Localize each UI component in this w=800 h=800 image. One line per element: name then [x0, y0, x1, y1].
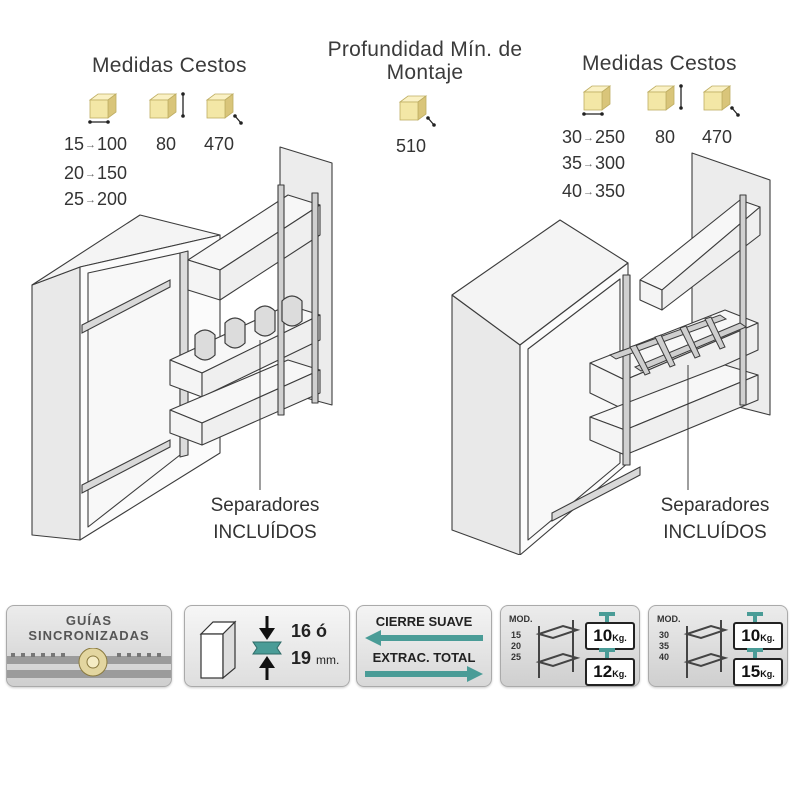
- depth-cube-icon: [206, 93, 243, 125]
- right-width-2: 35: [562, 153, 583, 173]
- right-size-row-2: 35→300: [562, 152, 625, 175]
- thickness-number: 19: [291, 648, 312, 668]
- weight-hook-icon: [747, 612, 763, 622]
- left-height-2: 150: [97, 163, 128, 183]
- left-width-3: 25: [64, 189, 85, 209]
- rack-and-gear-icon: [7, 648, 171, 678]
- bottom-load-value: 12Kg.: [585, 658, 635, 686]
- right-header: Medidas Cestos: [582, 52, 737, 75]
- left-size-row-2: 20→150: [64, 162, 127, 185]
- left-height-1: 100: [97, 134, 128, 154]
- right-size-row-1: 30→250: [562, 126, 625, 149]
- guides-label-1: GUÍAS: [65, 613, 113, 628]
- arrow-right-icon: [365, 666, 483, 682]
- model-35: 35: [659, 641, 670, 651]
- left-separators-label-1: Separadores: [210, 495, 320, 516]
- mounting-depth-value: 510: [396, 136, 427, 156]
- depth-cube-icon: [703, 85, 740, 117]
- model-40: 40: [659, 652, 670, 662]
- top-load-number: 10: [593, 626, 613, 645]
- center-header-line1: Profundidad Mín. de: [327, 38, 523, 61]
- bottom-load-number: 12: [593, 662, 613, 681]
- top-load-value: 10Kg.: [585, 622, 635, 650]
- panel-thickness-badge: 16 ó 19 mm.: [184, 605, 350, 687]
- basket-rack-icon: [683, 620, 729, 678]
- right-separators-label-1: Separadores: [660, 495, 770, 516]
- load-capacity-badge-small: MOD. 15 20 25 10Kg. 12Kg.: [500, 605, 640, 687]
- panel-thickness-icon: [199, 616, 282, 680]
- arrow-left-icon: [365, 630, 483, 646]
- load-unit: Kg.: [760, 633, 775, 643]
- basket-rack-icon: [535, 620, 581, 678]
- height-cube-icon: [149, 92, 185, 119]
- synchronized-guides-badge: GUÍAS SINCRONIZADAS: [6, 605, 172, 687]
- right-separators-label-2: INCLUÍDOS: [663, 522, 767, 543]
- center-header-line2: Montaje: [386, 61, 464, 84]
- right-width-1: 30: [562, 127, 583, 147]
- weight-hook-icon: [599, 612, 615, 622]
- right-size-row-3: 40→350: [562, 180, 625, 203]
- arrow-icon: →: [85, 168, 97, 181]
- right-height-3: 350: [595, 181, 626, 201]
- load-unit: Kg.: [612, 669, 627, 679]
- thickness-value-2: 19 mm.: [291, 648, 339, 669]
- bottom-load-value: 15Kg.: [733, 658, 783, 686]
- model-25: 25: [511, 652, 522, 662]
- left-width-2: 20: [64, 163, 85, 183]
- height-cube-icon: [647, 84, 683, 111]
- top-load-value: 10Kg.: [733, 622, 783, 650]
- arrow-icon: →: [583, 186, 595, 199]
- top-load-number: 10: [741, 626, 761, 645]
- left-size-row-1: 15→100: [64, 133, 127, 156]
- right-height-2: 300: [595, 153, 626, 173]
- width-cube-icon: [88, 93, 117, 124]
- right-height-1: 250: [595, 127, 626, 147]
- left-depth-value: 470: [204, 134, 235, 154]
- arrow-icon: →: [85, 139, 97, 152]
- width-cube-icon: [582, 85, 611, 116]
- arrow-icon: →: [583, 158, 595, 171]
- left-cabinet-illustration: [31, 146, 333, 541]
- bottom-load-number: 15: [741, 662, 761, 681]
- right-depth-value: 470: [702, 127, 733, 147]
- model-15: 15: [511, 630, 522, 640]
- left-height-value: 80: [156, 134, 177, 154]
- arrow-icon: →: [85, 194, 97, 207]
- thickness-value-1: 16 ó: [291, 621, 328, 641]
- mounting-depth-cube-icon: [399, 95, 436, 127]
- soft-close-badge: CIERRE SUAVE EXTRAC. TOTAL: [356, 605, 492, 687]
- right-cabinet-illustration: [451, 152, 771, 555]
- weight-hook-icon: [599, 648, 615, 658]
- model-20: 20: [511, 641, 522, 651]
- load-capacity-badge-large: MOD. 30 35 40 10Kg. 15Kg.: [648, 605, 788, 687]
- mod-label: MOD.: [509, 614, 533, 624]
- right-height-value: 80: [655, 127, 676, 147]
- left-height-3: 200: [97, 189, 128, 209]
- soft-close-label: CIERRE SUAVE: [375, 614, 473, 629]
- model-30: 30: [659, 630, 670, 640]
- left-separators-label-2: INCLUÍDOS: [213, 522, 317, 543]
- thickness-unit: mm.: [316, 653, 340, 667]
- left-size-row-3: 25→200: [64, 188, 127, 211]
- left-width-1: 15: [64, 134, 85, 154]
- left-header: Medidas Cestos: [92, 54, 247, 77]
- arrow-icon: →: [583, 132, 595, 145]
- weight-hook-icon: [747, 648, 763, 658]
- load-unit: Kg.: [612, 633, 627, 643]
- full-extraction-label: EXTRAC. TOTAL: [372, 650, 476, 665]
- right-width-3: 40: [562, 181, 583, 201]
- mod-label: MOD.: [657, 614, 681, 624]
- load-unit: Kg.: [760, 669, 775, 679]
- guides-label-2: SINCRONIZADAS: [28, 628, 150, 643]
